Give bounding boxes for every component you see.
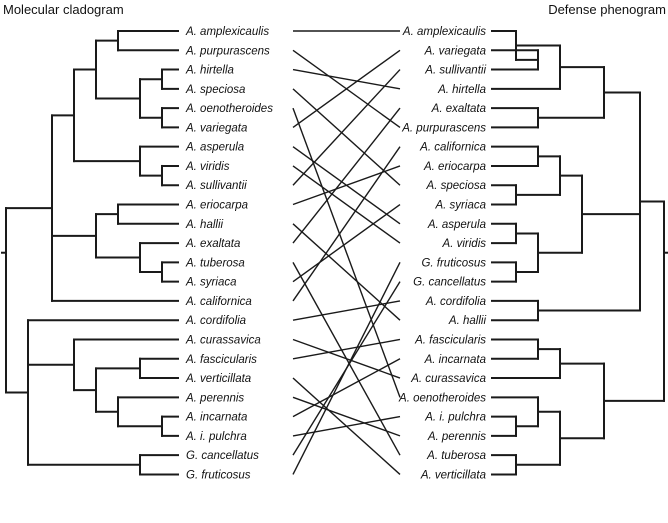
left-taxon-a-purpurascens: A. purpurascens [185, 45, 270, 57]
right-taxon-a-perennis: A. perennis [427, 431, 486, 443]
right-taxon-a-cordifolia: A. cordifolia [425, 296, 486, 308]
right-taxon-a-incarnata: A. incarnata [424, 354, 486, 366]
connector-a-oenotheroides [292, 107, 401, 398]
left-taxon-a-curassavica: A. curassavica [185, 334, 261, 346]
right-taxon-a-i-pulchra: A. i. pulchra [424, 412, 486, 424]
left-taxon-g-cancellatus: G. cancellatus [186, 450, 259, 462]
left-taxon-a-incarnata: A. incarnata [185, 412, 247, 424]
right-taxon-a-amplexicaulis: A. amplexicaulis [402, 26, 486, 38]
connector-a-californica [292, 146, 401, 302]
left-taxon-a-exaltata: A. exaltata [185, 238, 240, 250]
left-taxon-a-fascicularis: A. fascicularis [185, 354, 257, 366]
left-title: Molecular cladogram [3, 2, 124, 17]
right-taxon-labels: A. amplexicaulis A. variegata A. sullivant… [398, 26, 486, 481]
connector-a-fascicularis [292, 338, 401, 360]
connector-a-perennis [292, 396, 401, 437]
right-taxon-a-hallii: A. hallii [448, 315, 487, 327]
right-taxon-g-cancellatus: G. cancellatus [413, 277, 486, 289]
connector-a-incarnata [292, 358, 401, 418]
connector-g-fruticosus [292, 262, 401, 475]
left-taxon-labels: A. amplexicaulis A. purpurascens A. hirtel… [185, 26, 273, 481]
left-taxon-a-asperula: A. asperula [185, 142, 244, 154]
left-taxon-g-fruticosus: G. fruticosus [186, 469, 251, 481]
connector-a-exaltata [292, 107, 401, 244]
connector-a-curassavica [292, 338, 401, 379]
left-taxon-a-speciosa: A. speciosa [185, 84, 245, 96]
right-taxon-a-fascicularis: A. fascicularis [414, 334, 486, 346]
connector-a-hallii [292, 223, 401, 321]
left-taxon-a-verticillata: A. verticillata [185, 373, 251, 385]
right-taxon-a-speciosa: A. speciosa [426, 180, 486, 192]
right-taxon-a-californica: A. californica [419, 142, 486, 154]
connector-a-cordifolia [292, 300, 401, 321]
right-taxon-a-asperula: A. asperula [427, 219, 486, 231]
molecular-cladogram-tree [1, 30, 179, 476]
connector-a-i-pulchra [292, 415, 401, 437]
left-taxon-a-oenotheroides: A. oenotheroides [185, 103, 273, 115]
connector-a-hirtella [292, 68, 401, 90]
right-taxon-a-eriocarpa: A. eriocarpa [423, 161, 486, 173]
left-taxon-a-hallii: A. hallii [185, 219, 224, 231]
left-taxon-a-hirtella: A. hirtella [185, 65, 234, 77]
connector-a-eriocarpa [292, 165, 401, 206]
connector-a-syriaca [292, 203, 401, 283]
right-taxon-a-purpurascens: A. purpurascens [401, 122, 486, 134]
left-taxon-a-tuberosa: A. tuberosa [185, 257, 245, 269]
left-taxon-a-variegata: A. variegata [185, 122, 247, 134]
right-taxon-a-verticillata: A. verticillata [420, 469, 486, 481]
left-taxon-a-syriaca: A. syriaca [185, 277, 237, 289]
right-taxon-a-hirtella: A. hirtella [437, 84, 486, 96]
left-taxon-a-californica: A. californica [185, 296, 252, 308]
right-taxon-a-sullivantii: A. sullivantii [424, 65, 486, 77]
right-taxon-a-tuberosa: A. tuberosa [426, 450, 486, 462]
connector-a-viridis [292, 165, 401, 244]
left-taxon-a-perennis: A. perennis [185, 392, 244, 404]
connector-a-speciosa [292, 88, 401, 186]
defense-phenogram-tree [491, 30, 668, 476]
right-taxon-a-viridis: A. viridis [442, 238, 487, 250]
left-taxon-a-viridis: A. viridis [185, 161, 230, 173]
left-taxon-a-eriocarpa: A. eriocarpa [185, 200, 248, 212]
right-taxon-a-curassavica: A. curassavica [410, 373, 486, 385]
connector-a-sullivantii [292, 69, 401, 186]
right-taxon-a-syriaca: A. syriaca [435, 200, 487, 212]
right-taxon-a-variegata: A. variegata [424, 45, 486, 57]
right-taxon-g-fruticosus: G. fruticosus [421, 257, 486, 269]
connector-a-variegata [292, 49, 401, 128]
right-taxon-a-exaltata: A. exaltata [431, 103, 486, 115]
left-taxon-a-cordifolia: A. cordifolia [185, 315, 246, 327]
right-title: Defense phenogram [548, 2, 666, 17]
taxon-connectors [292, 30, 401, 475]
left-taxon-a-amplexicaulis: A. amplexicaulis [185, 26, 269, 38]
left-taxon-a-sullivantii: A. sullivantii [185, 180, 247, 192]
left-taxon-a-i-pulchra: A. i. pulchra [185, 431, 247, 443]
right-taxon-a-oenotheroides: A. oenotheroides [398, 392, 486, 404]
